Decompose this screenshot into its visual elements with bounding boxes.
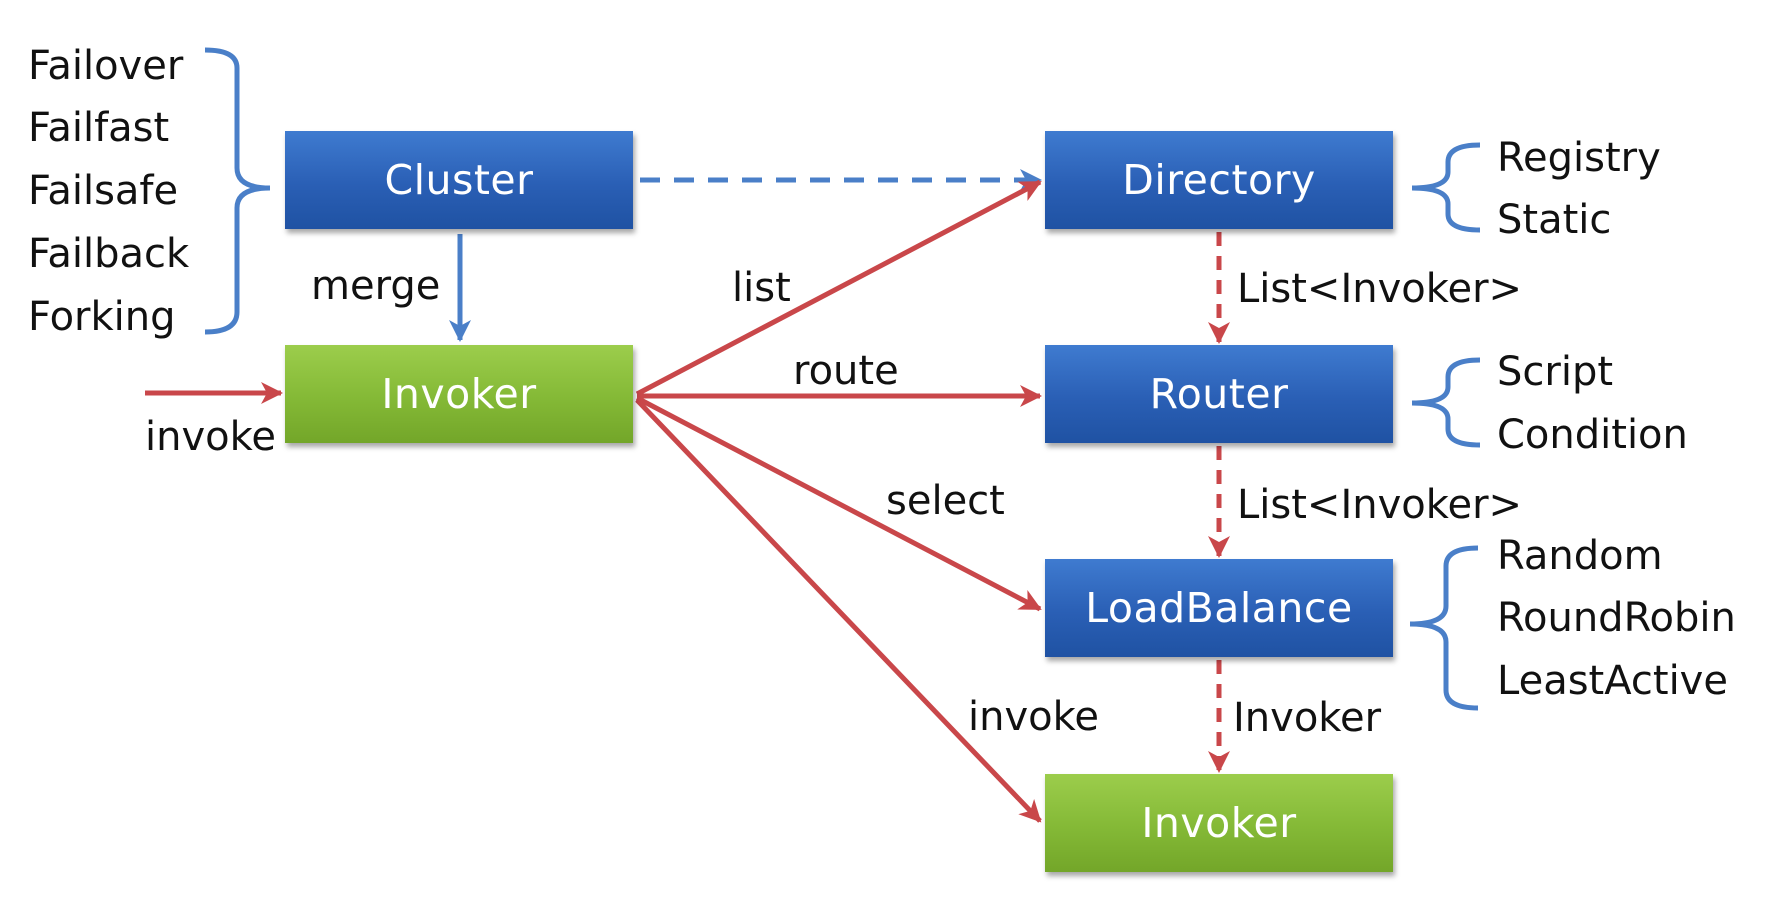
router-type-script: Script	[1497, 349, 1614, 395]
cluster-strategies-brace	[204, 47, 271, 335]
invoker-box-label: Invoker	[381, 370, 537, 418]
invoker-box: Invoker	[285, 345, 633, 443]
list-arrow	[635, 179, 1042, 397]
cluster-strategy-forking: Forking	[28, 294, 176, 340]
router-box-label: Router	[1149, 370, 1289, 418]
directory-box: Directory	[1045, 131, 1393, 229]
select-arrow	[635, 395, 1042, 612]
loadbalance-types-brace	[1409, 545, 1479, 711]
cluster-strategy-failfast: Failfast	[28, 105, 170, 151]
router-loadbalance-edge-label: List<Invoker>	[1237, 482, 1523, 528]
directory-types-brace	[1411, 142, 1481, 233]
merge-label: merge	[311, 263, 441, 309]
select-label: select	[886, 478, 1005, 524]
list-label: list	[732, 265, 791, 311]
loadbalance-type-roundrobin: RoundRobin	[1497, 595, 1736, 641]
route-label: route	[793, 348, 899, 394]
target-invoker-box: Invoker	[1045, 774, 1393, 872]
directory-box-label: Directory	[1122, 156, 1316, 204]
invoke-in-label: invoke	[145, 414, 276, 460]
directory-type-static: Static	[1497, 197, 1612, 243]
loadbalance-type-leastactive: LeastActive	[1497, 658, 1728, 704]
directory-type-registry: Registry	[1497, 135, 1661, 181]
router-type-condition: Condition	[1497, 412, 1688, 458]
router-box: Router	[1045, 345, 1393, 443]
cluster-box: Cluster	[285, 131, 633, 229]
loadbalance-invoker-edge-label: Invoker	[1233, 695, 1382, 741]
directory-router-edge-label: List<Invoker>	[1237, 266, 1523, 312]
target-invoker-box-label: Invoker	[1141, 799, 1297, 847]
loadbalance-box-label: LoadBalance	[1085, 584, 1353, 632]
cluster-strategy-failsafe: Failsafe	[28, 168, 179, 214]
loadbalance-type-random: Random	[1497, 533, 1663, 579]
invoke-out-arrow	[635, 398, 1042, 823]
cluster-strategy-failover: Failover	[28, 43, 184, 89]
router-types-brace	[1411, 357, 1481, 448]
loadbalance-box: LoadBalance	[1045, 559, 1393, 657]
cluster-box-label: Cluster	[384, 156, 534, 204]
invoke-out-label: invoke	[968, 694, 1099, 740]
cluster-strategy-failback: Failback	[28, 231, 190, 277]
